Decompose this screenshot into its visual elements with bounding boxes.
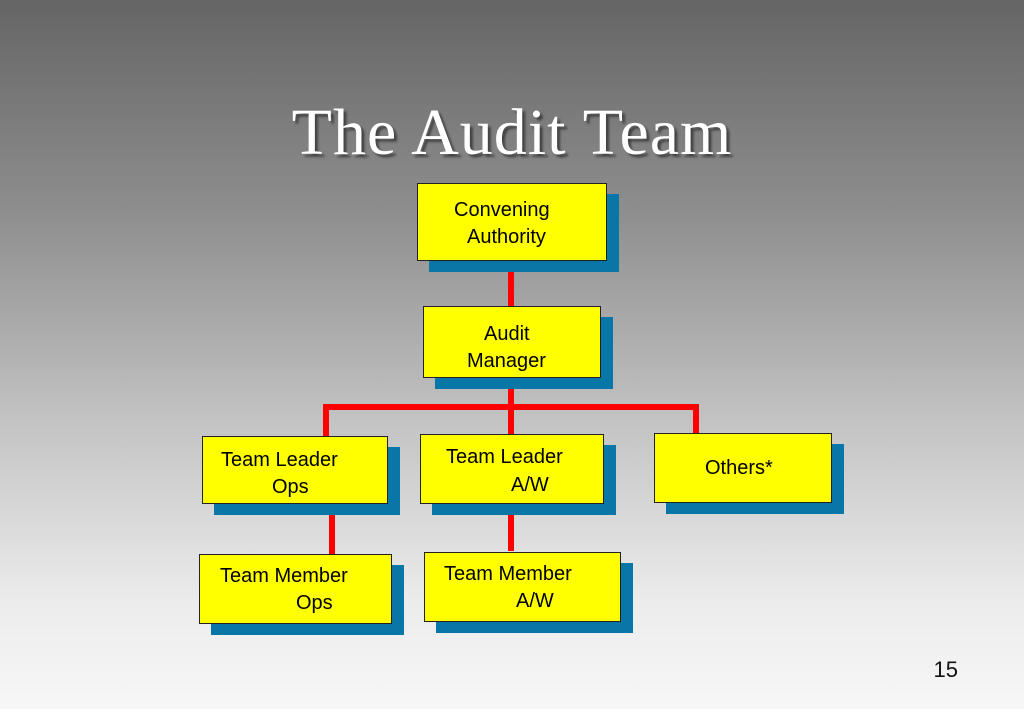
connector-branch-to-others [693,404,699,434]
node-label-line-1: Team Leader [221,449,338,471]
node-label-line-2: Manager [467,350,546,372]
slide-title: The Audit Team [291,96,733,169]
connector-authority-to-manager [508,260,514,308]
node-label-line-2: Ops [272,476,309,498]
team-leader-ops-node: Team Leader Ops [202,436,400,515]
node-label-line-1: Convening [454,199,550,221]
node-label-line-2: A/W [516,590,554,612]
node-box: Convening Authority [417,183,607,261]
node-box: Team Member A/W [424,552,621,622]
node-box: Team Member Ops [199,554,392,624]
node-box: Audit Manager [423,306,601,378]
team-member-ops-node: Team Member Ops [199,554,404,635]
connector-branch-to-ops-leader [323,404,329,437]
node-label-line-1: Team Leader [446,446,563,468]
others-node: Others* [654,433,844,514]
connector-branch-to-aw-leader [508,404,514,435]
node-label-line-1: Others* [705,457,773,479]
node-label-line-2: A/W [511,474,549,496]
convening-authority-node: Convening Authority [417,183,619,272]
node-label-line-2: Authority [467,226,546,248]
node-box: Others* [654,433,832,503]
node-label-line-1: Team Member [220,565,348,587]
team-leader-aw-node: Team Leader A/W [420,434,616,515]
node-label-line-2: Ops [296,592,333,614]
node-box: Team Leader A/W [420,434,604,504]
connector-ops-leader-to-member [329,502,335,554]
node-label-line-1: Team Member [444,563,572,585]
page-number: 15 [933,657,958,682]
connector-aw-leader-to-member [508,503,514,551]
audit-manager-node: Audit Manager [423,306,613,389]
node-box: Team Leader Ops [202,436,388,504]
node-label-line-1: Audit [484,323,530,345]
connector-manager-to-branch [508,376,514,410]
team-member-aw-node: Team Member A/W [424,552,633,633]
